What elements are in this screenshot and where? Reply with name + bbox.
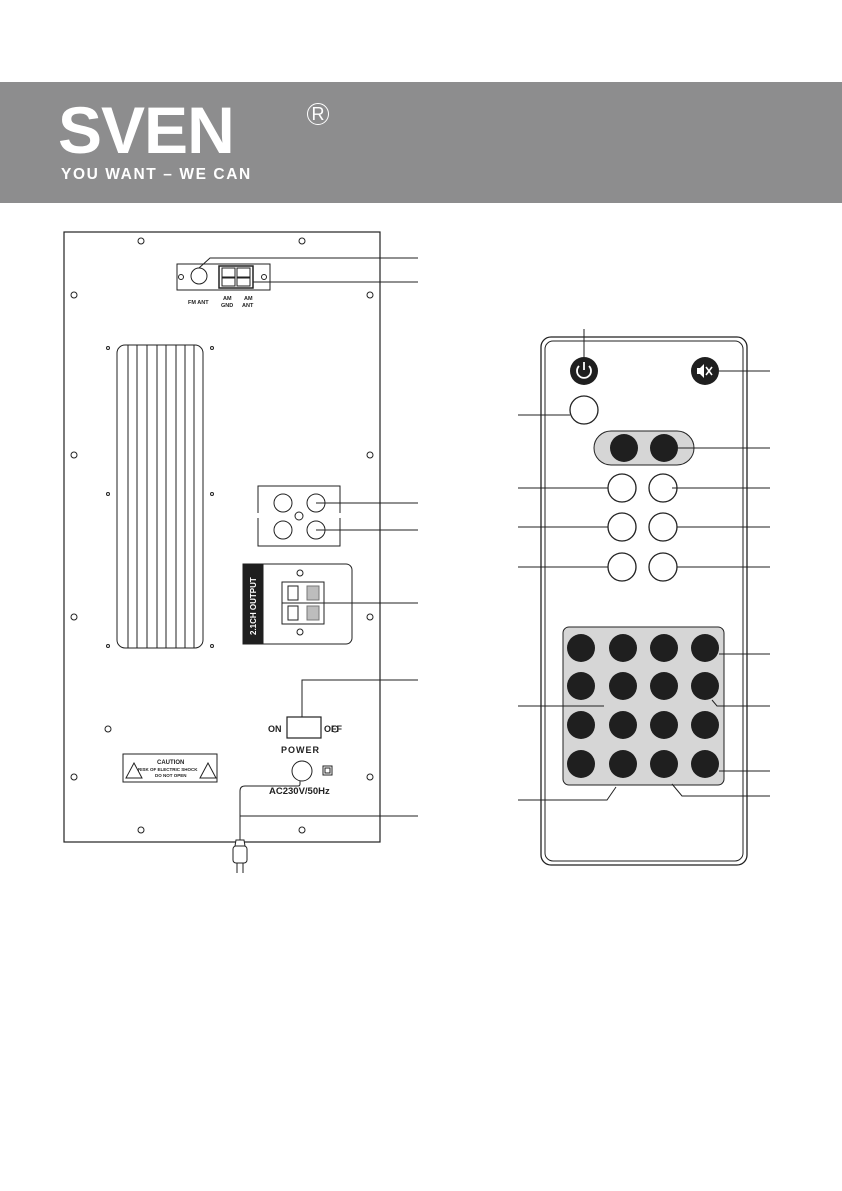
rear-panel-leader-lines [198, 257, 418, 817]
screw-holes [70, 237, 374, 834]
keypad-button[interactable] [567, 750, 595, 778]
remote-control [540, 336, 748, 866]
power-icon [576, 362, 592, 379]
keypad-button[interactable] [609, 711, 637, 739]
remote-power-button[interactable] [570, 357, 598, 385]
am-ant-label-2: ANT [242, 303, 254, 309]
heatsink-vent [116, 344, 204, 649]
power-socket [291, 760, 313, 782]
switch-on-label: ON [268, 724, 282, 734]
keypad-button[interactable] [650, 750, 678, 778]
remote-leader-lines [518, 329, 770, 801]
keypad-button[interactable] [567, 634, 595, 662]
am-gnd-label-2: GND [221, 303, 233, 309]
keypad-button[interactable] [609, 750, 637, 778]
caution-label [122, 753, 218, 783]
keypad-button[interactable] [691, 711, 719, 739]
remote-mode-button[interactable] [569, 395, 599, 425]
remote-button-pair-left[interactable] [610, 434, 638, 462]
ac-label: AC230V/50Hz [269, 786, 330, 797]
registered-mark: R [307, 103, 329, 125]
caution-title: CAUTION [157, 760, 184, 766]
remote-mute-button[interactable] [691, 357, 719, 385]
output-label: 2.1CH OUTPUT [249, 577, 258, 635]
keypad-button[interactable] [650, 672, 678, 700]
power-label: POWER [281, 745, 320, 755]
caution-line-2: DO NOT OPEN [155, 773, 187, 778]
keypad-button[interactable] [609, 672, 637, 700]
speaker-output-block [242, 563, 353, 645]
am-gnd-label-1: AM [223, 296, 232, 302]
rear-panel-labels: FM ANT AM GND AM ANT 2.1CH OUTPUT ON OFF… [138, 296, 342, 797]
remote-button-r3-left[interactable] [607, 552, 637, 582]
keypad-button[interactable] [691, 672, 719, 700]
rear-panel [63, 231, 381, 873]
mute-icon [697, 364, 713, 378]
power-cord [232, 781, 301, 873]
sven-logo: SVEN [58, 93, 235, 167]
remote-button-r3-right[interactable] [648, 552, 678, 582]
power-switch [286, 716, 322, 739]
keypad-button[interactable] [567, 672, 595, 700]
am-ant-label-1: AM [244, 296, 253, 302]
keypad-button[interactable] [609, 634, 637, 662]
switch-off-label: OFF [324, 724, 342, 734]
remote-button-r1-left[interactable] [607, 473, 637, 503]
remote-button-r2-left[interactable] [607, 512, 637, 542]
keypad-button[interactable] [691, 750, 719, 778]
keypad-button[interactable] [567, 711, 595, 739]
header-band [0, 82, 842, 203]
remote-button-r2-right[interactable] [648, 512, 678, 542]
fm-ant-label: FM ANT [188, 300, 209, 306]
keypad-button[interactable] [691, 634, 719, 662]
antenna-block [176, 263, 271, 291]
remote-button-pair-right[interactable] [650, 434, 678, 462]
keypad-button[interactable] [650, 634, 678, 662]
keypad-button[interactable] [650, 711, 678, 739]
caution-line-1: RISK OF ELECTRIC SHOCK [138, 767, 198, 772]
slogan: YOU WANT – WE CAN [61, 166, 252, 183]
rca-jack-block [257, 485, 341, 547]
